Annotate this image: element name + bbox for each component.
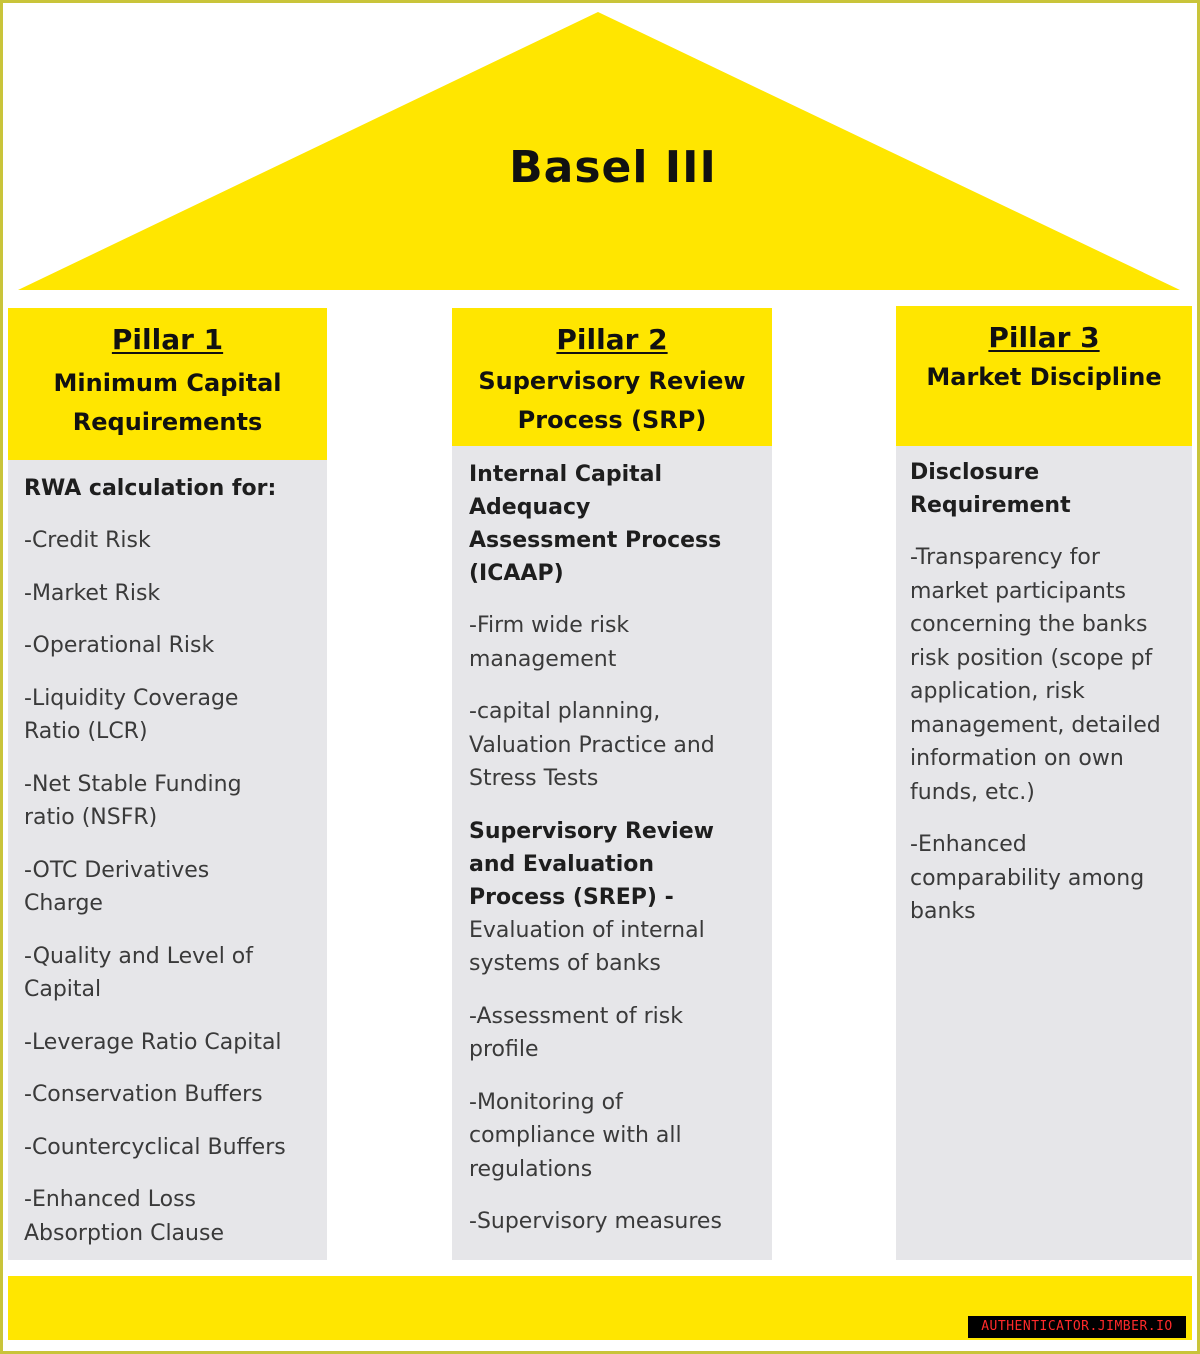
pillar-3-subtitle: Market Discipline — [926, 363, 1162, 391]
list-item: -Conservation Buffers — [24, 1082, 263, 1107]
pillar-3-name: Pillar 3 — [988, 321, 1100, 354]
pillar-2: Pillar 2 Supervisory Review Process (SRP… — [452, 308, 772, 1260]
roof-triangle — [18, 12, 1180, 290]
pillar-2-subtitle: Supervisory Review Process (SRP) — [478, 367, 746, 434]
list-item: -Market Risk — [24, 580, 161, 606]
pillar-2-body: Internal Capital Adequacy Assessment Pro… — [452, 446, 772, 1260]
pillar-1: Pillar 1 Minimum Capital Requirements RW… — [8, 308, 327, 1260]
pillar-1-heading: RWA calculation for: — [24, 476, 277, 501]
list-item: -capital planning,Valuation Practice and… — [469, 699, 715, 791]
list-item: -Credit Risk — [24, 528, 151, 553]
pillar-3: Pillar 3 Market Discipline Disclosure Re… — [896, 306, 1192, 1260]
pillar-3-header: Pillar 3 Market Discipline — [896, 306, 1192, 446]
diagram-title: Basel III — [509, 142, 717, 193]
list-item: -Operational Risk — [24, 633, 215, 658]
srep-heading: Supervisory Review and Evaluation Proces… — [469, 818, 714, 910]
list-item: -Leverage Ratio Capital — [24, 1029, 282, 1055]
pillar-3-heading: Disclosure Requirement — [910, 460, 1071, 518]
pillar-2-header: Pillar 2 Supervisory Review Process (SRP… — [452, 308, 772, 446]
list-item: -Supervisory measures — [469, 1209, 722, 1234]
srep-description: Evaluation of internal systems of banks — [469, 917, 705, 977]
pillar-1-header: Pillar 1 Minimum Capital Requirements — [8, 308, 327, 460]
pillar-1-items: -Credit Risk -Market Risk -Operational Ris… — [24, 524, 327, 1250]
pillar-1-body: RWA calculation for: -Credit Risk -Market… — [8, 460, 327, 1260]
icaap-heading: Internal Capital Adequacy Assessment Pro… — [469, 462, 722, 586]
list-item: -Countercyclical Buffers — [24, 1134, 286, 1160]
pillar-2-name: Pillar 2 — [556, 323, 668, 356]
pillar-1-subtitle: Minimum Capital Requirements — [53, 369, 282, 436]
pillar-1-name: Pillar 1 — [111, 323, 224, 356]
pillar-3-body: Disclosure Requirement -Transparency for… — [896, 446, 1192, 1260]
watermark-badge: AUTHENTICATOR.JIMBER.IO — [968, 1316, 1186, 1338]
